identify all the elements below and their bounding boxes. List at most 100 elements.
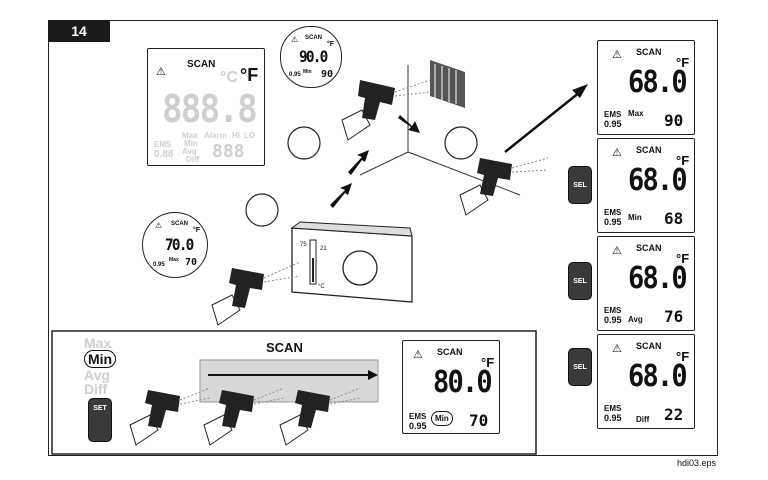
- lcd-all-segments: ⚠ SCAN °C °F 888.8 EMS 0.88 Max Alarm HI…: [147, 48, 265, 166]
- warning-icon: ⚠: [612, 49, 622, 61]
- display-scan: SCAN: [636, 47, 662, 57]
- display-scan: SCAN: [636, 145, 662, 155]
- left-meter-ems: 0.95: [153, 262, 165, 268]
- ir-beams: [179, 79, 549, 405]
- lcd-label-max: Max: [182, 131, 198, 140]
- mode-list: Max Min Avg Diff: [84, 336, 124, 396]
- lcd-label-hi: HI: [232, 131, 240, 140]
- scan-banner: SCAN: [266, 340, 303, 355]
- display-unit: °F: [676, 153, 690, 168]
- display-scan: SCAN: [636, 341, 662, 351]
- bottom-display: ⚠ SCAN °F 80.0 EMS 0.95 Min 70: [402, 340, 500, 434]
- lcd-ems-label: EMS: [154, 140, 172, 149]
- zoom-circles: [245, 126, 478, 227]
- warning-icon: ⚠: [156, 66, 166, 78]
- display-ems-value: 0.95: [604, 413, 622, 423]
- warning-icon: ⚠: [612, 147, 622, 159]
- lcd-label-lo: LO: [244, 131, 256, 140]
- lcd-scan-label: SCAN: [187, 59, 216, 70]
- black-arrow-1: [330, 183, 352, 208]
- display-mode: Max: [628, 109, 644, 118]
- display-small: 22: [664, 405, 684, 424]
- display-value: 80.0: [433, 365, 493, 400]
- scan-arrow-head: [368, 370, 378, 380]
- sel-button[interactable]: SEL: [568, 348, 592, 386]
- lcd-ems-value: 0.88: [154, 149, 174, 160]
- mode-diff: Diff: [84, 381, 108, 397]
- mode-max: Max: [84, 335, 112, 351]
- display-ems: EMS: [409, 412, 427, 421]
- display-ems-value: 0.95: [604, 119, 622, 129]
- warning-icon: ⚠: [291, 35, 299, 44]
- display-small: 70: [469, 411, 489, 430]
- left-meter-unit: °F: [193, 227, 201, 234]
- display-unit: °F: [676, 349, 690, 364]
- display-unit: °F: [676, 251, 690, 266]
- lcd-small-digits: 888: [212, 141, 245, 162]
- display-ems-value: 0.95: [604, 315, 622, 325]
- thermostat-scale-top: 75: [300, 242, 307, 248]
- display-ems: EMS: [604, 208, 622, 217]
- right-display-min: ⚠ SCAN °F 68.0 EMS 0.95 Min 68: [597, 138, 695, 233]
- thermostat-scale-mid: 21: [320, 246, 327, 252]
- pointer-arrow-line: [504, 91, 581, 153]
- right-display-max: ⚠ SCAN °F 68.0 EMS 0.95 Max 90: [597, 40, 695, 135]
- set-button[interactable]: SET: [88, 398, 112, 442]
- warning-icon: ⚠: [612, 245, 622, 257]
- display-value: 68.0: [628, 359, 688, 394]
- display-scan: SCAN: [437, 347, 463, 357]
- sel-button[interactable]: SEL: [568, 166, 592, 204]
- thermostat-scale-unit: °C: [318, 284, 325, 290]
- display-unit: °F: [481, 355, 495, 370]
- lcd-digits: 888.8: [162, 87, 258, 131]
- top-meter-ems: 0.95: [289, 72, 301, 78]
- lcd-left-meter: ⚠ SCAN °F 70.0 0.95 Max 70: [142, 212, 208, 278]
- step-badge: 14: [48, 20, 110, 42]
- left-meter-mode: Max: [169, 257, 179, 263]
- left-meter-scan: SCAN: [171, 221, 189, 227]
- display-mode: Min: [628, 213, 642, 222]
- top-meter-scan: SCAN: [305, 35, 323, 41]
- black-arrow-2: [348, 150, 369, 175]
- display-value: 68.0: [628, 65, 688, 100]
- display-small: 76: [664, 307, 684, 326]
- top-meter-mode: Min: [303, 69, 312, 75]
- right-display-diff: ⚠ SCAN °F 68.0 EMS 0.95 Diff 22: [597, 334, 695, 429]
- display-scan: SCAN: [636, 243, 662, 253]
- display-unit: °F: [676, 55, 690, 70]
- mode-avg: Avg: [84, 367, 110, 383]
- warning-icon: ⚠: [413, 349, 423, 361]
- lcd-label-avg: Avg: [182, 147, 197, 156]
- lcd-label-min: Min: [184, 139, 198, 148]
- display-ems-value: 0.95: [409, 421, 427, 431]
- lcd-label-alarm: Alarm: [204, 131, 227, 140]
- display-value: 68.0: [628, 163, 688, 198]
- lcd-top-meter: ⚠ SCAN °F 90.0 0.95 Min 90: [280, 26, 342, 88]
- thermostat: [290, 221, 413, 303]
- sel-button[interactable]: SEL: [568, 262, 592, 300]
- warning-icon: ⚠: [155, 221, 163, 230]
- lcd-label-diff: Diff: [186, 155, 200, 164]
- top-meter-unit: °F: [327, 41, 335, 48]
- thermometer-gun: [145, 80, 512, 428]
- black-arrow-3: [398, 115, 420, 133]
- hand-outlines: [129, 109, 489, 446]
- display-ems: EMS: [604, 110, 622, 119]
- axis-lines: [359, 65, 521, 196]
- display-small: 68: [664, 209, 684, 228]
- right-display-avg: ⚠ SCAN °F 68.0 EMS 0.95 Avg 76: [597, 236, 695, 331]
- footer-code: hdi03.eps: [676, 458, 716, 468]
- mode-min: Min: [84, 350, 117, 368]
- display-ems-value: 0.95: [604, 217, 622, 227]
- pointer-arrow-head: [572, 84, 588, 98]
- lcd-unit-c: °C: [220, 69, 238, 86]
- top-meter-value: 90.0: [299, 47, 328, 66]
- left-meter-small: 70: [185, 257, 198, 268]
- display-ems: EMS: [604, 404, 622, 413]
- bottom-panel-border: [51, 330, 537, 455]
- display-mode: Diff: [636, 415, 650, 424]
- scan-band: [199, 359, 379, 403]
- warning-icon: ⚠: [612, 343, 622, 355]
- set-button-label: SET: [93, 405, 107, 412]
